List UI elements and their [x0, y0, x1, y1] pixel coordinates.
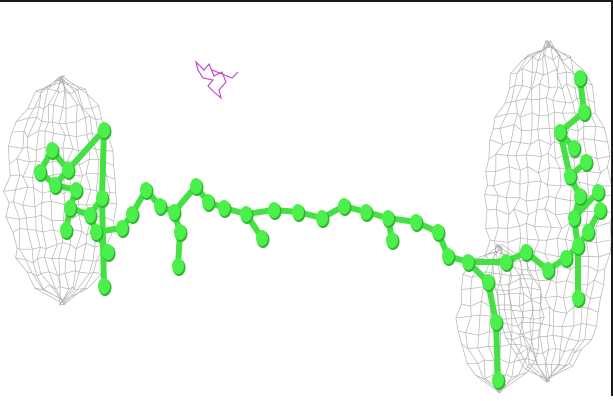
atom — [202, 194, 214, 210]
atom — [360, 204, 372, 220]
atom — [580, 154, 592, 170]
atom — [126, 206, 138, 222]
atom — [116, 220, 128, 236]
atom — [568, 140, 580, 156]
atom — [582, 224, 594, 240]
atom — [564, 168, 576, 184]
atom — [386, 232, 398, 248]
atom — [592, 184, 604, 200]
atom — [490, 314, 502, 330]
atom — [410, 214, 422, 230]
atom — [154, 198, 166, 214]
magenta-ligand-fragment — [196, 62, 238, 98]
atom — [84, 207, 96, 223]
density-mesh-right — [456, 41, 613, 394]
bond — [102, 198, 104, 286]
atom — [462, 254, 474, 270]
atom — [316, 210, 328, 226]
atom — [568, 210, 580, 226]
bond — [102, 130, 104, 198]
atom — [46, 142, 58, 158]
atom — [500, 254, 512, 270]
atom — [482, 274, 494, 290]
atom — [240, 206, 252, 222]
atom — [172, 258, 184, 274]
atom — [382, 210, 394, 226]
atom — [560, 250, 572, 266]
atom — [574, 188, 586, 204]
atom — [574, 70, 586, 86]
atom — [520, 244, 532, 260]
atom — [594, 202, 606, 218]
atom — [572, 238, 584, 254]
density-mesh-lines — [485, 41, 613, 383]
frame-top-border — [0, 0, 613, 2]
atom — [168, 204, 180, 220]
atom — [554, 124, 566, 140]
atom — [578, 104, 590, 120]
atom — [174, 224, 186, 240]
atom — [90, 224, 102, 240]
atom — [292, 204, 304, 220]
atom — [49, 177, 61, 193]
atom — [572, 290, 584, 306]
atom — [34, 164, 46, 180]
atom — [60, 222, 72, 238]
atom — [268, 202, 280, 218]
atom — [218, 200, 230, 216]
atom — [64, 200, 76, 216]
atom — [98, 278, 110, 294]
atom — [190, 178, 202, 194]
atom — [140, 182, 152, 198]
atom — [102, 244, 114, 260]
atom — [98, 122, 110, 138]
atom — [62, 162, 74, 178]
atom — [492, 372, 504, 388]
atom — [442, 248, 454, 264]
atom — [338, 198, 350, 214]
atom — [256, 230, 268, 246]
atom — [70, 182, 82, 198]
molecule-atoms — [34, 70, 608, 390]
atom — [542, 262, 554, 278]
atom — [96, 190, 108, 206]
atom — [432, 224, 444, 240]
fragment-wire — [196, 62, 238, 98]
